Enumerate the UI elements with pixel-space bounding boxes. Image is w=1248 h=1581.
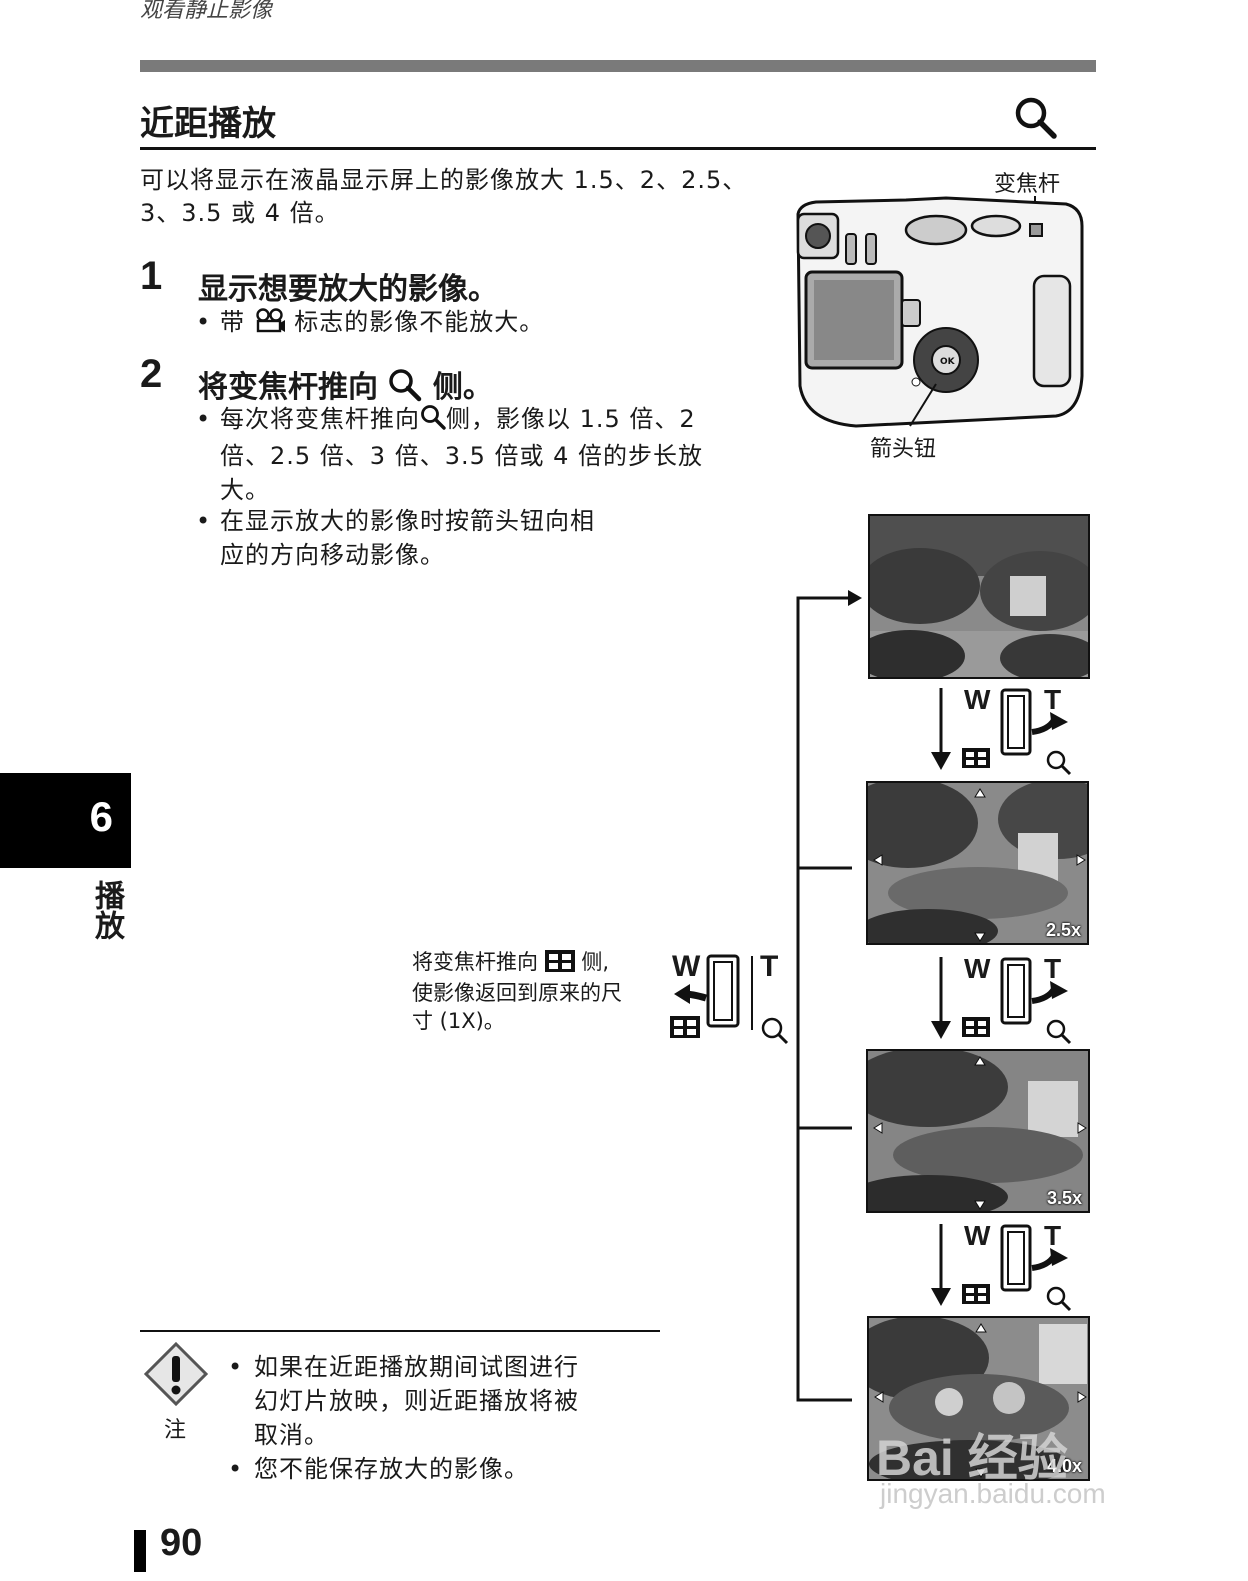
index-grid-icon	[544, 950, 575, 979]
bullet-dot: •	[228, 1353, 244, 1381]
zoom-level: 4.0x	[1046, 1456, 1082, 1476]
bullet-item: • 在显示放大的影像时按箭头钮向相 应的方向移动影像。	[196, 504, 656, 572]
return-note: 将变焦杆推向 侧, 使影像返回到原来的尺 寸 (1X)。	[412, 948, 662, 1035]
tele-label: T	[1044, 684, 1062, 715]
running-head: 观看静止影像	[140, 0, 273, 23]
magnifier-icon	[1014, 96, 1058, 144]
movie-icon	[254, 308, 286, 343]
bullet-text: 侧，影像以 1.5 倍、2	[446, 405, 696, 433]
title-rule	[140, 147, 1096, 150]
return-note-text: 使影像返回到原来的尺	[412, 981, 622, 1005]
bullet-dot: •	[196, 405, 212, 433]
watermark-url: jingyan.baidu.com	[880, 1478, 1106, 1509]
return-note-text: 寸 (1X)。	[412, 1009, 505, 1033]
note-rule	[140, 1330, 660, 1332]
bullet-dot: •	[228, 1455, 244, 1483]
wide-label: W	[964, 953, 991, 984]
bullet-item: • 带 标志的影像不能放大。	[196, 305, 756, 339]
bullet-text: 在显示放大的影像时按箭头钮向相	[220, 507, 595, 535]
step-heading: 显示想要放大的影像。	[198, 272, 498, 307]
zoom-lever-diagram-wide: W T	[666, 950, 792, 1048]
page-number: 90	[160, 1522, 203, 1564]
wide-label: W	[964, 1220, 991, 1251]
step-heading: 将变焦杆推向 侧。	[198, 362, 493, 410]
bullet-dot: •	[196, 507, 212, 535]
bullet-text: 带	[220, 308, 254, 336]
wide-label: W	[672, 950, 701, 983]
return-note-text: 侧,	[574, 950, 610, 974]
playback-photo: 4.0x	[867, 1316, 1090, 1481]
sequence-connector	[790, 590, 870, 1414]
step-heading-text: 将变焦杆推向	[198, 370, 389, 405]
note-text: 幻灯片放映，则近距播放将被	[254, 1387, 579, 1415]
note-icon-label: 注	[164, 1418, 187, 1443]
intro-text: 可以将显示在液晶显示屏上的影像放大 1.5、2、2.5、3、3.5 或 4 倍。	[140, 166, 748, 227]
return-note-text: 将变焦杆推向	[412, 950, 545, 974]
bullet-text: 标志的影像不能放大。	[285, 308, 545, 336]
tele-label: T	[1044, 953, 1062, 984]
watermark-brand: Bai 经验	[876, 1430, 1068, 1486]
bullet-text: 应的方向移动影像。	[220, 541, 445, 569]
chapter-label: 播放	[89, 880, 124, 940]
note-text: 取消。	[254, 1421, 329, 1449]
note-bullet: • 您不能保存放大的影像。	[228, 1452, 648, 1486]
bullet-item: • 每次将变焦杆推向侧，影像以 1.5 倍、2 倍、2.5 倍、3 倍、3.5 …	[196, 402, 756, 504]
camera-illustration: OK	[786, 186, 1096, 440]
bullet-text: 大。	[220, 476, 270, 504]
magnifier-icon	[388, 368, 422, 410]
bullet-text: 每次将变焦杆推向	[220, 405, 420, 433]
bullet-text: 倍、2.5 倍、3 倍、3.5 倍或 4 倍的步长放	[220, 442, 704, 470]
tele-label: T	[760, 950, 779, 983]
wide-label: W	[964, 684, 991, 715]
note-text: 如果在近距播放期间试图进行	[254, 1353, 579, 1381]
chapter-tab: 6	[0, 773, 131, 868]
step-heading-text: 侧。	[422, 370, 493, 405]
note-bullet: • 如果在近距播放期间试图进行 幻灯片放映，则近距播放将被 取消。	[228, 1350, 648, 1452]
arrow-button-label: 箭头钮	[870, 437, 937, 462]
playback-photo: 3.5x	[866, 1049, 1090, 1213]
step-number: 2	[140, 352, 163, 396]
playback-photo	[868, 514, 1090, 679]
zoom-lever-diagram: W T	[926, 684, 1076, 778]
caution-icon	[143, 1341, 209, 1410]
note-text: 您不能保存放大的影像。	[254, 1455, 529, 1483]
zoom-lever-diagram: W T	[926, 1220, 1076, 1314]
bullet-dot: •	[196, 308, 212, 336]
svg-text:OK: OK	[940, 357, 956, 367]
playback-photo: 2.5x	[866, 781, 1089, 945]
tele-label: T	[1044, 1220, 1062, 1251]
zoom-level: 2.5x	[1045, 920, 1081, 940]
section-title: 近距播放	[140, 104, 276, 144]
chapter-number: 6	[89, 793, 113, 840]
zoom-level: 3.5x	[1046, 1188, 1082, 1208]
step-number: 1	[140, 254, 163, 298]
zoom-lever-diagram: W T	[926, 953, 1076, 1047]
top-rule	[140, 60, 1096, 72]
magnifier-icon	[420, 404, 446, 439]
zoom-lever-label: 变焦杆	[994, 172, 1061, 197]
page-number-bar	[134, 1530, 146, 1572]
